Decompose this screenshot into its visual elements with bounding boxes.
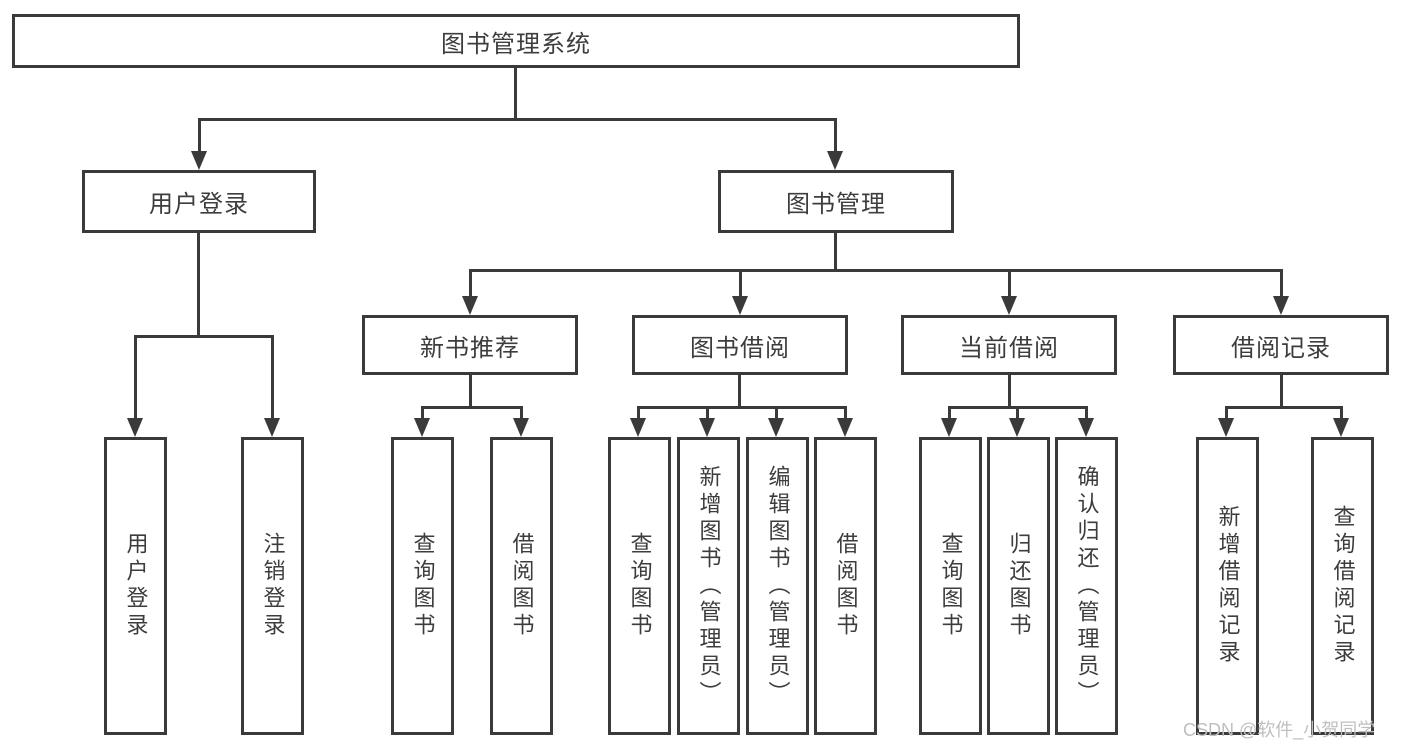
- leaf-query-books-borrowing: 查询图书: [608, 437, 671, 735]
- connector-line: [134, 335, 274, 338]
- connector-line: [469, 375, 472, 408]
- node-library-management-system: 图书管理系统: [12, 14, 1020, 68]
- arrowhead-icon: [1273, 296, 1289, 315]
- node-label: 图书管理系统: [441, 30, 591, 58]
- connector-line: [197, 233, 200, 337]
- connector-line: [834, 118, 837, 152]
- leaf-query-books-recommend: 查询图书: [391, 437, 454, 735]
- leaf-user-login: 用户登录: [104, 437, 167, 735]
- connector-line: [844, 406, 847, 420]
- node-label: 当前借阅: [959, 334, 1059, 362]
- node-label: 图书借阅: [690, 334, 790, 362]
- leaf-label: 注销登录: [260, 532, 286, 640]
- leaf-label: 查询借阅记录: [1330, 505, 1356, 667]
- node-label: 图书管理: [786, 191, 886, 218]
- leaf-query-borrow-record: 查询借阅记录: [1311, 437, 1374, 735]
- connector-line: [1340, 406, 1343, 420]
- leaf-label: 归还图书: [1006, 532, 1032, 640]
- arrowhead-icon: [768, 418, 784, 437]
- connector-line: [775, 406, 778, 420]
- connector-line: [948, 406, 951, 420]
- arrowhead-icon: [1009, 418, 1025, 437]
- leaf-label: 查询图书: [938, 532, 964, 640]
- arrowhead-icon: [699, 418, 715, 437]
- leaf-borrow-books: 借阅图书: [814, 437, 877, 735]
- connector-line: [520, 406, 523, 420]
- connector-line: [1008, 269, 1011, 297]
- leaf-query-books-current: 查询图书: [919, 437, 982, 735]
- arrowhead-icon: [1078, 418, 1094, 437]
- node-book-management: 图书管理: [718, 170, 954, 233]
- connector-line: [1085, 406, 1088, 420]
- leaf-label: 查询图书: [410, 532, 436, 640]
- leaf-confirm-return-admin: 确认归还（管理员）: [1055, 437, 1118, 735]
- leaf-label: 借阅图书: [509, 532, 535, 640]
- node-current-borrowing: 当前借阅: [901, 315, 1117, 375]
- connector-line: [469, 269, 472, 297]
- arrowhead-icon: [1218, 418, 1234, 437]
- connector-line: [134, 335, 137, 418]
- connector-line: [271, 335, 274, 418]
- connector-line: [637, 406, 847, 409]
- connector-line: [469, 269, 1283, 272]
- arrowhead-icon: [1001, 296, 1017, 315]
- leaf-label: 查询图书: [627, 532, 653, 640]
- leaf-label: 新增借阅记录: [1215, 505, 1241, 667]
- connector-line: [514, 68, 517, 120]
- arrowhead-icon: [462, 296, 478, 315]
- connector-line: [198, 118, 837, 121]
- connector-line: [198, 118, 201, 152]
- connector-line: [706, 406, 709, 420]
- leaf-label: 编辑图书（管理员）: [765, 464, 791, 708]
- arrowhead-icon: [414, 418, 430, 437]
- arrowhead-icon: [191, 151, 207, 170]
- connector-line: [738, 375, 741, 408]
- leaf-borrow-books-recommend: 借阅图书: [490, 437, 553, 735]
- connector-line: [739, 269, 742, 297]
- arrowhead-icon: [1333, 418, 1349, 437]
- connector-line: [1008, 375, 1011, 408]
- connector-line: [1225, 406, 1228, 420]
- connector-line: [637, 406, 640, 420]
- arrowhead-icon: [264, 418, 280, 437]
- leaf-label: 确认归还（管理员）: [1074, 464, 1100, 708]
- leaf-add-book-admin: 新增图书（管理员）: [677, 437, 740, 735]
- leaf-edit-book-admin: 编辑图书（管理员）: [746, 437, 809, 735]
- connector-line: [1225, 406, 1343, 409]
- leaf-label: 新增图书（管理员）: [696, 464, 722, 708]
- node-label: 用户登录: [149, 191, 249, 218]
- arrowhead-icon: [941, 418, 957, 437]
- node-borrowing-records: 借阅记录: [1173, 315, 1389, 375]
- arrowhead-icon: [630, 418, 646, 437]
- node-book-borrowing: 图书借阅: [632, 315, 848, 375]
- csdn-watermark: CSDN @软件_小贺同学: [1183, 720, 1376, 740]
- connector-line: [421, 406, 424, 420]
- leaf-label: 用户登录: [123, 532, 149, 640]
- arrowhead-icon: [827, 151, 843, 170]
- connector-line: [1280, 375, 1283, 408]
- arrowhead-icon: [513, 418, 529, 437]
- connector-line: [834, 233, 837, 271]
- arrowhead-icon: [837, 418, 853, 437]
- connector-line: [1016, 406, 1019, 420]
- node-new-book-recommend: 新书推荐: [362, 315, 578, 375]
- connector-line: [421, 406, 523, 409]
- arrowhead-icon: [127, 418, 143, 437]
- leaf-label: 借阅图书: [833, 532, 859, 640]
- connector-line: [1280, 269, 1283, 297]
- node-label: 新书推荐: [420, 334, 520, 362]
- leaf-add-borrow-record: 新增借阅记录: [1196, 437, 1259, 735]
- node-user-login: 用户登录: [82, 170, 316, 233]
- leaf-logout: 注销登录: [241, 437, 304, 735]
- leaf-return-books: 归还图书: [987, 437, 1050, 735]
- node-label: 借阅记录: [1231, 334, 1331, 362]
- arrowhead-icon: [732, 296, 748, 315]
